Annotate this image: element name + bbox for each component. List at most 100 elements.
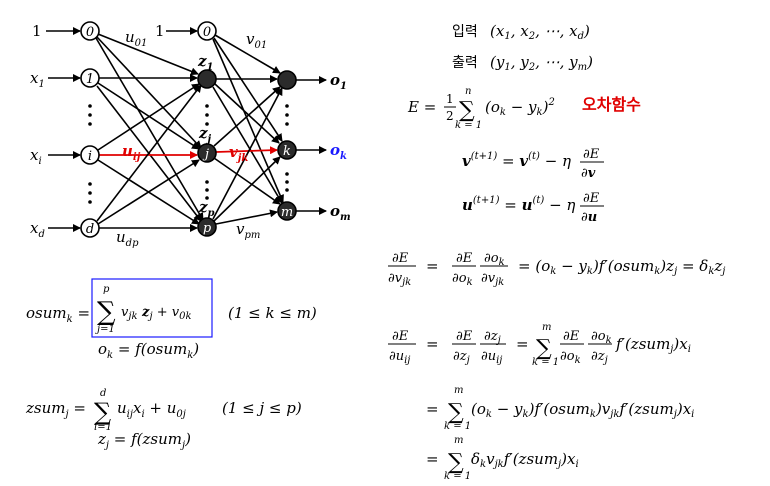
svg-text:m: m — [542, 322, 551, 333]
svg-text:i: i — [88, 149, 92, 164]
svg-text:∂uij: ∂uij — [389, 349, 410, 366]
svg-text:d: d — [100, 388, 106, 399]
svg-text:j: j — [202, 147, 209, 162]
svg-text:=: = — [426, 257, 439, 275]
svg-text:∑: ∑ — [94, 398, 111, 426]
svg-text:vjk: vjk — [229, 143, 248, 164]
svg-text:udp: udp — [116, 228, 139, 249]
svg-text:∑: ∑ — [448, 450, 464, 475]
input-node-bias: 0 — [80, 21, 100, 41]
svg-text:(x1, x2, ⋯, xd): (x1, x2, ⋯, xd) — [490, 22, 590, 42]
svg-text:om: om — [330, 202, 351, 223]
svg-text:xd: xd — [30, 219, 45, 240]
svg-text:ok = f(osumk): ok = f(osumk) — [98, 340, 199, 361]
input-ellipsis-dots — [88, 104, 92, 204]
svg-text:j=1: j=1 — [95, 324, 115, 335]
hidden-ellipsis-dots — [205, 104, 209, 200]
svg-text:∂E: ∂E — [392, 251, 409, 266]
svg-text:k = 1: k = 1 — [444, 421, 471, 432]
svg-text:∑: ∑ — [536, 336, 552, 361]
zsum-range: (1 ≤ j ≤ p) — [222, 399, 302, 417]
osum-range: (1 ≤ k ≤ m) — [228, 304, 317, 322]
svg-text:k: k — [283, 144, 291, 159]
gradient-v: ∂E ∂vjk = ∂E ∂ok ∂ok ∂vjk = (ok − yk)f′(… — [388, 251, 725, 288]
svg-text:d: d — [86, 222, 94, 237]
hidden-node-bias: 0 — [197, 21, 217, 41]
svg-text:o1: o1 — [330, 71, 347, 92]
svg-text:m: m — [281, 205, 293, 220]
svg-text:z1: z1 — [197, 52, 214, 73]
svg-text:출력: 출력 — [452, 55, 478, 71]
svg-text:xi: xi — [30, 146, 42, 167]
svg-text:uijxi + u0j: uijxi + u0j — [117, 399, 186, 420]
input-node-d: d — [80, 218, 100, 238]
output-label-om: om — [330, 202, 351, 223]
input-hidden-edges — [95, 33, 204, 232]
svg-text:∂E: ∂E — [456, 329, 473, 344]
input-definition: 입력 (x1, x2, ⋯, xd) — [452, 22, 590, 42]
svg-text:zsumj =: zsumj = — [25, 399, 86, 420]
svg-text:zj: zj — [198, 124, 212, 145]
svg-text:zj = f(zsumj): zj = f(zsumj) — [97, 430, 191, 451]
hidden-output-edges — [212, 34, 284, 225]
svg-text:=: = — [426, 335, 439, 353]
output-node-k: k — [277, 140, 297, 160]
hidden-node-j: j — [197, 143, 217, 163]
hidden-label-zp: zp — [198, 198, 215, 219]
input-bias-value: 1 — [32, 22, 42, 40]
svg-text:(y1, y2, ⋯, ym): (y1, y2, ⋯, ym) — [490, 53, 593, 73]
svg-text:p: p — [203, 221, 212, 236]
svg-text:v01: v01 — [246, 30, 267, 51]
gradient-u-step3: = m ∑ k = 1 δkvjkf′(zsumj)xi — [426, 435, 579, 482]
svg-text:vpm: vpm — [236, 220, 260, 241]
svg-text:0: 0 — [203, 25, 211, 40]
svg-text:u01: u01 — [125, 28, 147, 49]
zj-formula: zj = f(zsumj) — [97, 430, 191, 451]
svg-text:k = 1: k = 1 — [532, 357, 559, 368]
svg-text:∂zj: ∂zj — [453, 349, 470, 366]
svg-text:(ok − yk)2: (ok − yk)2 — [485, 97, 555, 118]
input-node-i: i — [80, 145, 100, 165]
svg-text:m: m — [454, 385, 463, 396]
svg-text:∂vjk: ∂vjk — [388, 271, 411, 288]
svg-text:∂u: ∂u — [581, 210, 597, 225]
svg-text:f′(zsumj)xi: f′(zsumj)xi — [615, 335, 691, 355]
svg-text:E =: E = — [407, 98, 436, 116]
svg-text:u(t+1) = u(t) − η: u(t+1) = u(t) − η — [462, 195, 575, 214]
error-function-label: 오차함수 — [582, 95, 641, 114]
svg-text:0: 0 — [86, 25, 94, 40]
input-label-x1: x1 — [30, 69, 45, 90]
svg-text:zp: zp — [198, 198, 215, 219]
output-label-ok: ok — [330, 141, 347, 162]
svg-text:∂E: ∂E — [563, 329, 580, 344]
hidden-label-zj: zj — [198, 124, 212, 145]
svg-text:1: 1 — [446, 92, 454, 106]
weight-label-u01: u01 — [125, 28, 147, 49]
svg-text:∂E: ∂E — [392, 329, 409, 344]
svg-text:∂uij: ∂uij — [481, 349, 502, 366]
svg-text:i=1: i=1 — [94, 422, 112, 433]
network-diagram: 1 1 x1 xi xd 0 — [30, 21, 351, 249]
output-label-o1: o1 — [330, 71, 347, 92]
input-label-xi: xi — [30, 146, 42, 167]
gradient-u-step2: = m ∑ k = 1 (ok − yk)f′(osumk)vjkf′(zsum… — [426, 385, 694, 432]
svg-text:1: 1 — [86, 72, 94, 87]
v-update-rule: v(t+1) = v(t) − η ∂E ∂v — [462, 147, 604, 181]
svg-text:∂ok: ∂ok — [591, 329, 612, 346]
weight-label-uij: uij — [122, 142, 141, 163]
output-ellipsis-dots — [285, 104, 289, 192]
weight-label-vpm: vpm — [236, 220, 260, 241]
svg-text:∂ok: ∂ok — [560, 349, 581, 366]
svg-text:∂v: ∂v — [581, 166, 596, 181]
svg-text:∂vjk: ∂vjk — [481, 271, 504, 288]
svg-text:∂ok: ∂ok — [484, 251, 505, 268]
zsum-formula: zsumj = d ∑ i=1 uijxi + u0j (1 ≤ j ≤ p) — [25, 388, 302, 433]
svg-text:v(t+1) = v(t) − η: v(t+1) = v(t) − η — [462, 151, 571, 170]
svg-text:uij: uij — [122, 142, 141, 163]
error-function: E = 1 2 n ∑ k = 1 (ok − yk)2 오차함수 — [407, 86, 641, 131]
hidden-label-z1: z1 — [197, 52, 214, 73]
svg-text:=: = — [516, 335, 529, 353]
hidden-bias-value: 1 — [155, 22, 165, 40]
svg-text:∂E: ∂E — [583, 147, 600, 162]
